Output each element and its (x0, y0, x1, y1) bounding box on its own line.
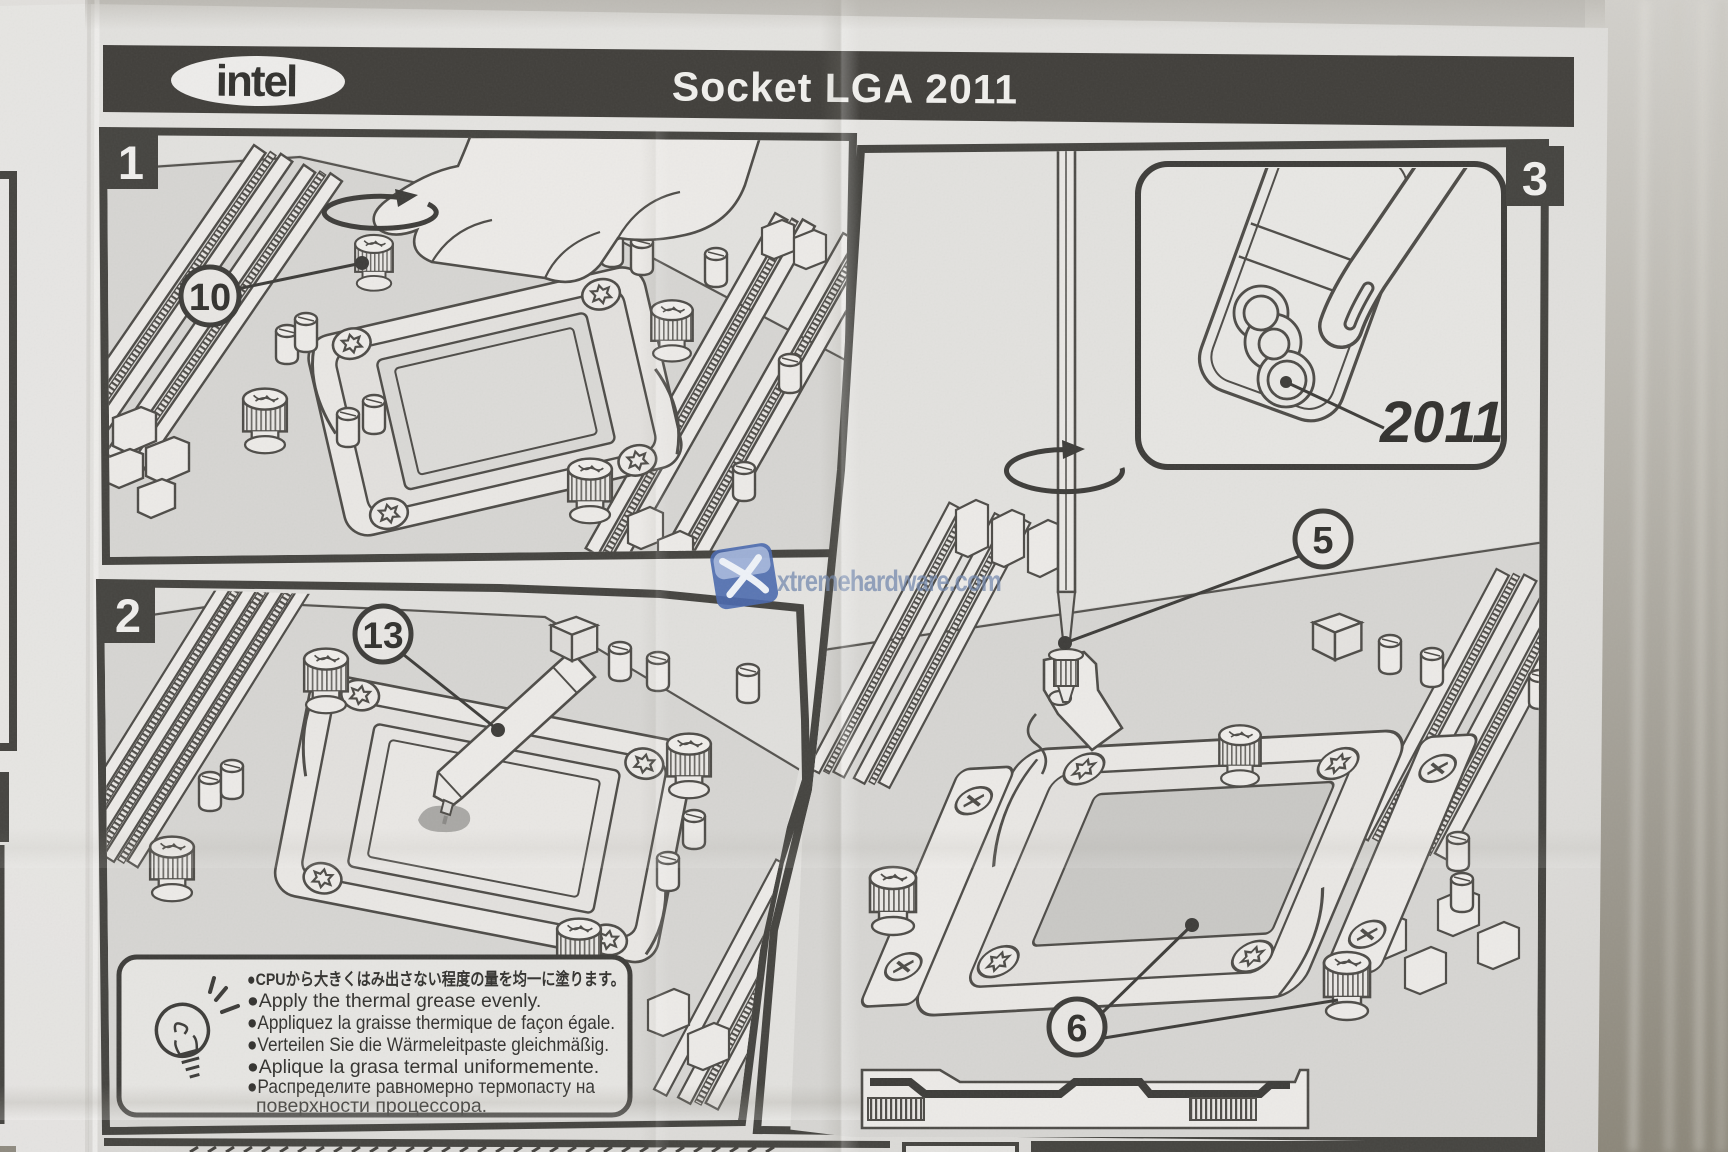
svg-text:6: 6 (1066, 1008, 1087, 1050)
svg-text:5: 5 (1312, 520, 1333, 562)
svg-text:●Apply the thermal grease even: ●Apply the thermal grease evenly. (247, 990, 541, 1012)
svg-text:2011: 2011 (1379, 390, 1504, 455)
svg-text:●Appliquez la graisse thermiqu: ●Appliquez la graisse thermique de façon… (247, 1012, 615, 1034)
svg-text:●CPUから大きくはみ出さない程度の量を均一に塗ります。: ●CPUから大きくはみ出さない程度の量を均一に塗ります。 (247, 969, 625, 989)
svg-text:Socket LGA 2011: Socket LGA 2011 (672, 63, 1019, 112)
svg-text:1: 1 (118, 136, 144, 189)
svg-text:●Aplique la grasa termal unifo: ●Aplique la grasa termal uniformemente. (247, 1056, 599, 1078)
svg-text:●Verteilen Sie die Wärmeleitpa: ●Verteilen Sie die Wärmeleitpaste gleich… (247, 1034, 609, 1056)
svg-text:13: 13 (362, 615, 403, 656)
svg-text:10: 10 (189, 277, 231, 319)
svg-text:поверхности процессора.: поверхности процессора. (256, 1095, 487, 1117)
svg-text:3: 3 (1522, 152, 1548, 205)
svg-text:intel: intel (216, 57, 297, 107)
svg-text:xtremehardware.com: xtremehardware.com (777, 565, 1001, 598)
svg-text:2: 2 (115, 589, 141, 642)
